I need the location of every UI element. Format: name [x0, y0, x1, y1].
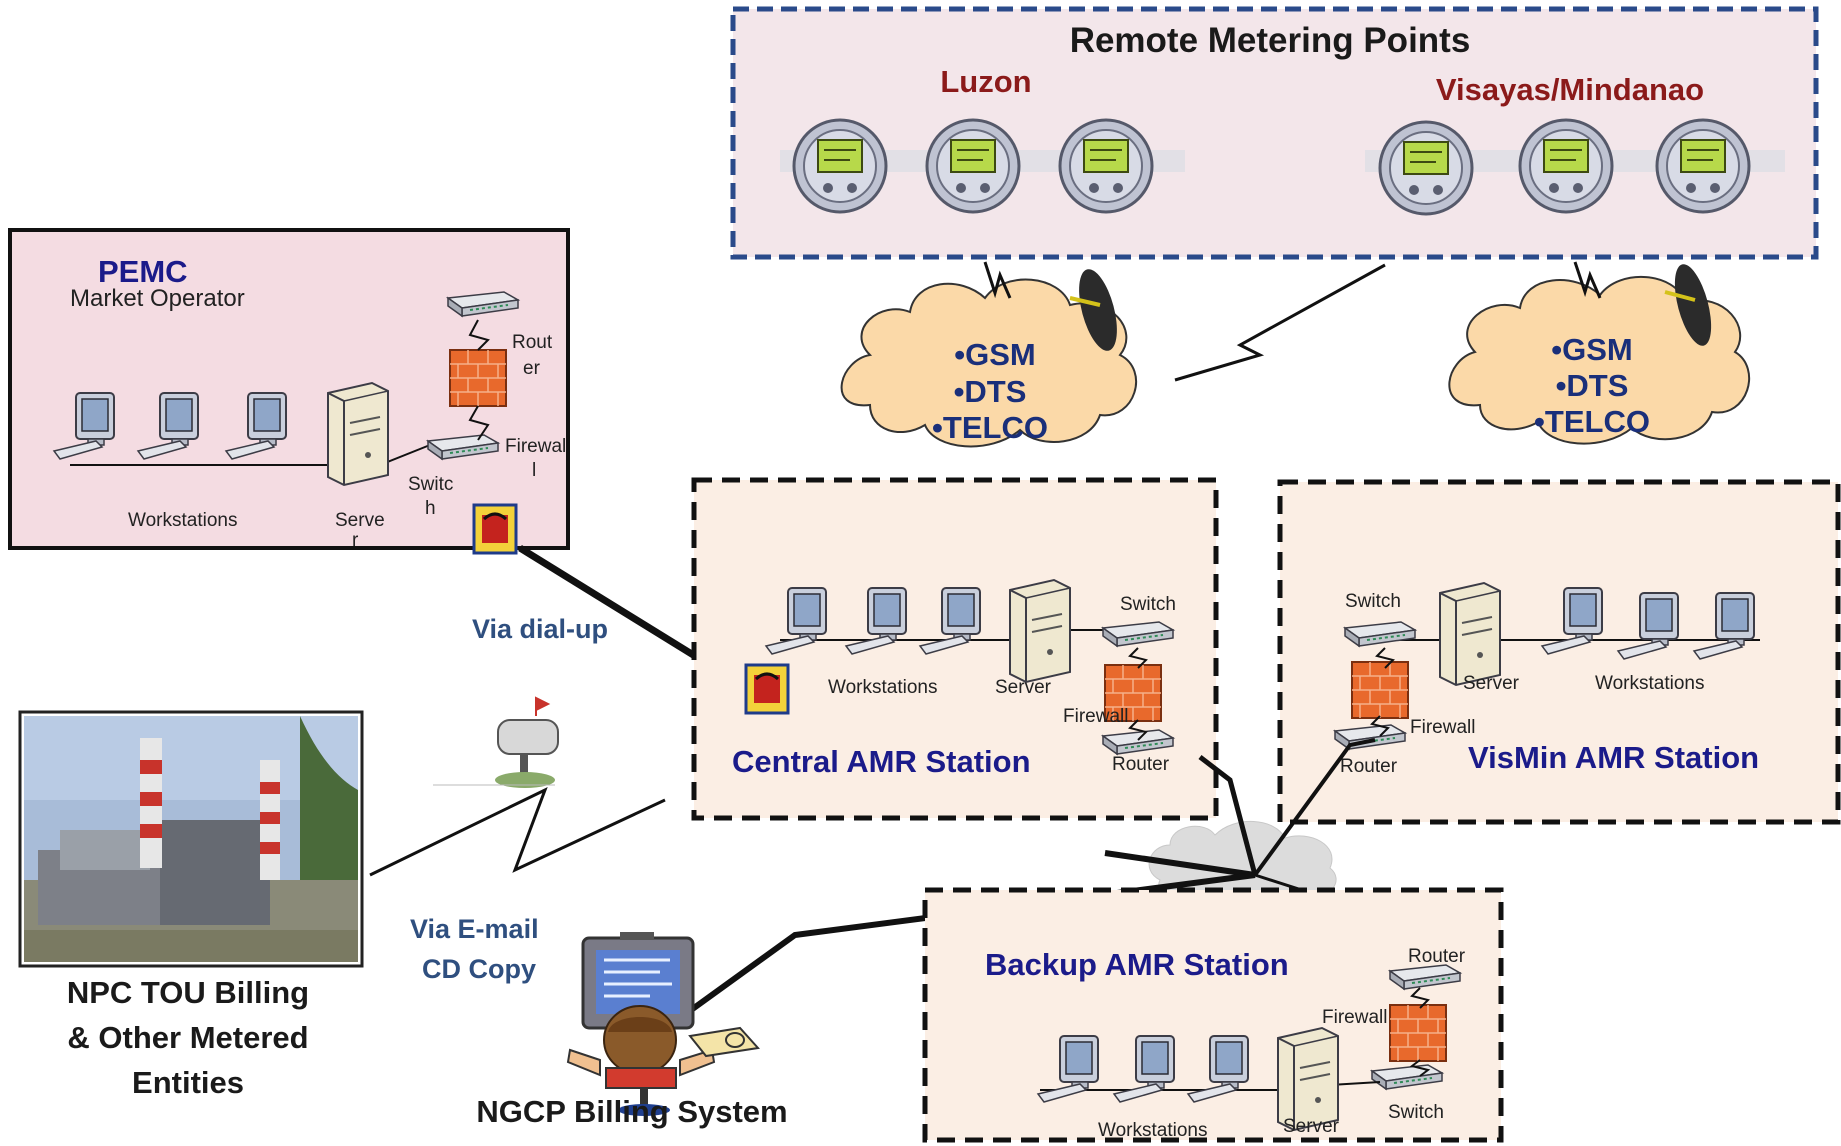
server-label: Server: [1463, 673, 1520, 694]
ngcp-billing-label: NGCP Billing System: [476, 1094, 787, 1129]
telco-cloud-luzon: •GSM •DTS •TELCO: [840, 278, 1137, 448]
dialup-modem-icon: [472, 503, 518, 555]
remote-metering-title: Remote Metering Points: [1070, 21, 1471, 60]
cloud-gsm-label: •GSM: [1551, 332, 1632, 367]
router-label: Rout: [512, 332, 553, 353]
satellite-dish-icon: [1069, 269, 1117, 351]
region-luzon: Luzon: [940, 64, 1031, 99]
central-station-title: Central AMR Station: [732, 744, 1031, 779]
meter-icon: [925, 118, 1021, 214]
meter-icon: [1655, 118, 1751, 214]
via-dialup-label: Via dial-up: [472, 614, 608, 644]
cloud-telco-label: •TELCO: [932, 410, 1048, 445]
firewall-label: Firewall: [1063, 706, 1128, 727]
pemc-subtitle: Market Operator: [70, 285, 245, 312]
dialup-modem-icon: [744, 663, 790, 715]
server-icon: [327, 382, 389, 486]
router-label: er: [523, 358, 541, 379]
cd-copy-label: CD Copy: [422, 954, 536, 984]
switch-label: h: [425, 498, 436, 519]
server-icon: [1439, 582, 1501, 686]
router-label: Router: [1408, 946, 1466, 967]
workstations-label: Workstations: [1098, 1120, 1207, 1141]
meter-icon: [792, 118, 888, 214]
server-icon: [1277, 1027, 1339, 1131]
workstations-label: Workstations: [128, 510, 237, 531]
meter-icon: [1518, 118, 1614, 214]
backup-station-title: Backup AMR Station: [985, 947, 1289, 982]
pemc-panel: PEMC Market Operator Workstations Serve …: [8, 228, 570, 551]
server-label: Server: [1283, 1116, 1340, 1137]
satellite-dish-icon: [1664, 264, 1712, 346]
router-label: Router: [1340, 756, 1398, 777]
cloud-telco-label: •TELCO: [1534, 404, 1650, 439]
npc-label-line1: NPC TOU Billing: [67, 975, 309, 1010]
vismin-amr-station: Switch Server Workstations Firewall Rout…: [1277, 479, 1841, 825]
server-label: Serve: [335, 510, 385, 531]
workstations-label: Workstations: [828, 677, 937, 698]
meter-icon: [1058, 118, 1154, 214]
npc-label-line2: & Other Metered: [67, 1020, 308, 1055]
cloud-dts-label: •DTS: [954, 374, 1027, 409]
server-icon: [1009, 579, 1071, 683]
power-plant-photo: [18, 710, 364, 968]
remote-metering-panel: Remote Metering Points Luzon Visayas/Min…: [730, 6, 1819, 260]
firewall-label: Firewal: [505, 436, 566, 457]
firewall-icon: [1389, 1004, 1447, 1062]
firewall-label: Firewall: [1322, 1007, 1387, 1028]
router-label: Router: [1112, 754, 1170, 775]
meter-icon: [1378, 120, 1474, 216]
telco-cloud-vismin: •GSM •DTS •TELCO: [1448, 275, 1751, 445]
via-email-label: Via E-mail: [410, 914, 539, 944]
wan-links: [678, 738, 1422, 1021]
region-visayas-mindanao: Visayas/Mindanao: [1436, 72, 1704, 107]
switch-label: Switch: [1388, 1102, 1444, 1123]
switch-label: Switch: [1345, 591, 1401, 612]
firewall-icon: [1351, 661, 1409, 719]
server-label: r: [352, 530, 359, 551]
workstations-label: Workstations: [1595, 673, 1704, 694]
cloud-gsm-label: •GSM: [954, 337, 1035, 372]
central-amr-station: Workstations Server Switch Firewall Rout…: [691, 477, 1219, 821]
server-label: Server: [995, 677, 1052, 698]
cloud-dts-label: •DTS: [1556, 368, 1629, 403]
firewall-label: l: [532, 460, 536, 481]
firewall-label: Firewall: [1410, 717, 1475, 738]
switch-label: Switch: [1120, 594, 1176, 615]
mailbox-icon: [433, 696, 559, 788]
vismin-station-title: VisMin AMR Station: [1468, 740, 1759, 775]
firewall-icon: [449, 349, 507, 407]
npc-label-line3: Entities: [132, 1065, 244, 1100]
switch-label: Switc: [408, 474, 453, 495]
pemc-title: PEMC: [98, 254, 188, 289]
ngcp-billing-icon: [566, 932, 760, 1116]
backup-amr-station: Backup AMR Station Router Firewall Switc…: [922, 887, 1504, 1143]
